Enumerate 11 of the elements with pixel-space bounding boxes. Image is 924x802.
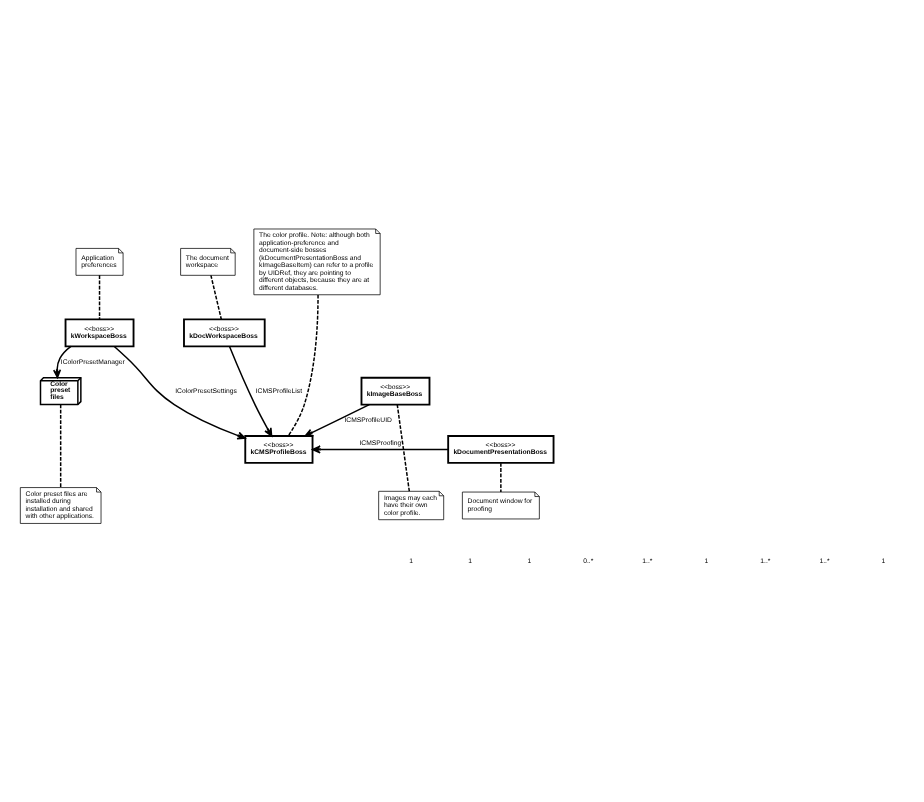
arrow: [113, 344, 246, 439]
arrow: [311, 444, 449, 453]
connector: [59, 402, 62, 488]
connector: [396, 402, 411, 491]
arrow: [304, 402, 371, 436]
connector: [287, 293, 319, 436]
connector: [210, 273, 223, 319]
arrow: [228, 344, 273, 436]
connector: [98, 273, 101, 319]
arrow: [52, 344, 72, 378]
connector: [500, 461, 502, 492]
